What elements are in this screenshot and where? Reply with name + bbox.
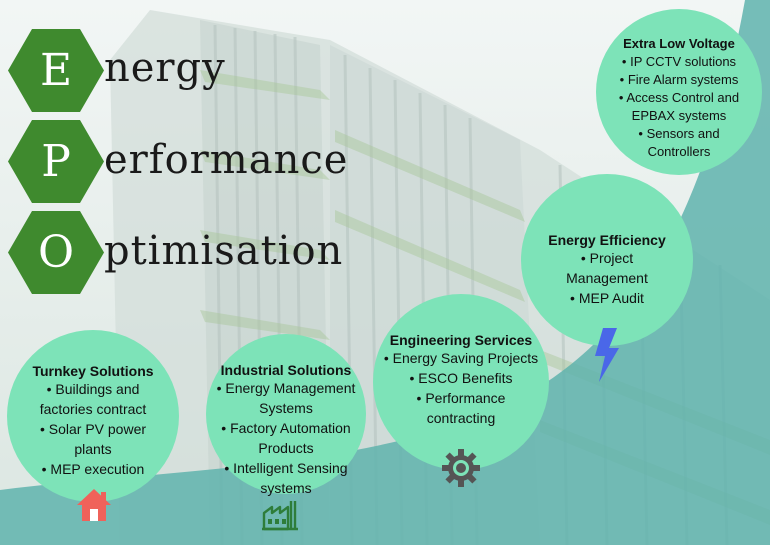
industrial-solutions-circle: Industrial Solutions • Energy Management… xyxy=(206,334,366,496)
engineering-item: contracting xyxy=(426,410,496,426)
industrial-item: • Factory Automation xyxy=(221,420,351,436)
elv-item: • Fire Alarm systems xyxy=(619,72,739,87)
hexagon-shape xyxy=(8,120,104,203)
industrial-item: Systems xyxy=(259,400,313,416)
turnkey-item: • Solar PV power xyxy=(39,421,147,437)
hexagon-letter-e: E xyxy=(39,45,73,96)
industrial-item: • Intelligent Sensing xyxy=(224,460,348,476)
industrial-solutions-title: Industrial Solutions xyxy=(220,362,352,378)
turnkey-item: • MEP execution xyxy=(41,461,145,477)
engineering-item: • Performance xyxy=(416,390,506,406)
hexagon-e: E xyxy=(8,29,104,112)
engineering-item: • Energy Saving Projects xyxy=(383,350,539,366)
factory-icon xyxy=(262,501,298,531)
industrial-item: • Energy Management xyxy=(216,380,356,396)
turnkey-item: • Buildings and xyxy=(46,381,140,397)
hexagon-p: P xyxy=(8,120,104,203)
energy-efficiency-circle: Energy Efficiency • Project Management •… xyxy=(521,174,693,346)
elv-item: Controllers xyxy=(647,144,711,159)
heading-word-ptimisation: ptimisation xyxy=(104,228,344,274)
industrial-item: systems xyxy=(260,480,312,496)
extra-low-voltage-title: Extra Low Voltage xyxy=(623,36,735,51)
turnkey-solutions-circle: Turnkey Solutions • Buildings and factor… xyxy=(7,330,179,502)
heading-word-nergy: nergy xyxy=(104,45,226,91)
extra-low-voltage-circle: Extra Low Voltage • IP CCTV solutions • … xyxy=(596,9,762,175)
elv-item: • Access Control and xyxy=(618,90,740,105)
efficiency-item: • Project xyxy=(580,250,634,266)
gear-icon xyxy=(442,449,480,487)
hexagon-shape xyxy=(8,29,104,112)
efficiency-item: Management xyxy=(566,270,648,286)
turnkey-solutions-title: Turnkey Solutions xyxy=(32,363,154,379)
elv-item: • IP CCTV solutions xyxy=(621,54,737,69)
elv-item: EPBAX systems xyxy=(631,108,727,123)
elv-item: • Sensors and xyxy=(638,126,720,141)
home-icon xyxy=(77,489,111,521)
engineering-item: • ESCO Benefits xyxy=(409,370,513,386)
lightning-bolt-icon xyxy=(595,328,619,382)
hexagon-shape xyxy=(8,211,104,294)
efficiency-item: • MEP Audit xyxy=(570,290,644,306)
hexagon-letter-o: O xyxy=(37,227,75,278)
hexagon-letter-p: P xyxy=(41,136,71,187)
turnkey-item: plants xyxy=(74,441,112,457)
heading-word-erformance: erformance xyxy=(104,137,349,183)
turnkey-item: factories contract xyxy=(39,401,147,417)
hexagon-o: O xyxy=(8,211,104,294)
engineering-services-circle: Engineering Services • Energy Saving Pro… xyxy=(373,294,549,470)
energy-efficiency-title: Energy Efficiency xyxy=(548,232,666,248)
engineering-services-title: Engineering Services xyxy=(389,332,533,348)
industrial-item: Products xyxy=(258,440,314,456)
